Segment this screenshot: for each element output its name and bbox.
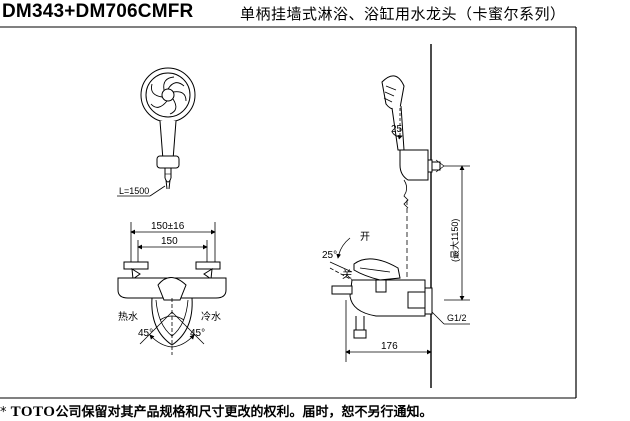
depth-dimension bbox=[345, 300, 432, 362]
model-number: DM343+DM706CMFR bbox=[2, 1, 194, 22]
holder-angle-callout bbox=[391, 108, 403, 140]
height-dimension bbox=[444, 165, 470, 301]
mixer-side-view bbox=[331, 258, 433, 339]
cold-water-label: 冷水 bbox=[201, 310, 221, 323]
max-height-label: (最大1150) bbox=[449, 219, 460, 262]
spacing-inner-label: 150 bbox=[161, 236, 178, 247]
notice-text: 公司保留对其产品规格和尺寸更改的权利。届时，恕不另行通知。 bbox=[55, 405, 433, 420]
wall-bracket-side-view bbox=[399, 149, 445, 181]
angle-right-label: 45° bbox=[190, 328, 205, 339]
depth-label: 176 bbox=[381, 341, 398, 352]
open-label: 开 bbox=[360, 232, 370, 243]
spacing-outer-label: 150±16 bbox=[151, 221, 185, 232]
lever-angle-label: 25° bbox=[322, 250, 337, 261]
title-bar: DM343+DM706CMFR 单柄挂墙式淋浴、浴缸用水龙头（卡蜜尔系列） bbox=[0, 0, 630, 26]
hose-length-callout: L=1500 bbox=[117, 185, 166, 197]
angle-left-label: 45° bbox=[138, 328, 153, 339]
rotation-angles bbox=[139, 298, 205, 355]
shower-head-side-view bbox=[381, 75, 405, 151]
footer-notice: * TOTO公司保留对其产品规格和尺寸更改的权利。届时，恕不另行通知。 bbox=[0, 401, 432, 421]
hand-shower-front-view bbox=[140, 67, 196, 190]
holder-angle-label: 25 bbox=[391, 124, 403, 135]
close-label: 关 bbox=[342, 268, 352, 281]
spray-pattern-icon bbox=[150, 76, 187, 115]
spacing-dimensions bbox=[130, 222, 216, 262]
mixer-front-view bbox=[117, 261, 227, 346]
product-description: 单柄挂墙式淋浴、浴缸用水龙头（卡蜜尔系列） bbox=[240, 5, 566, 23]
lever-angle-callout bbox=[329, 237, 353, 281]
hose-length-label: L=1500 bbox=[119, 186, 149, 196]
drawing-frame bbox=[0, 26, 577, 399]
thread-callout bbox=[431, 311, 470, 325]
hot-water-label: 热水 bbox=[118, 310, 138, 323]
brand-name: TOTO bbox=[10, 404, 56, 420]
footnote-marker: * bbox=[0, 405, 7, 420]
thread-label: G1/2 bbox=[447, 313, 467, 323]
